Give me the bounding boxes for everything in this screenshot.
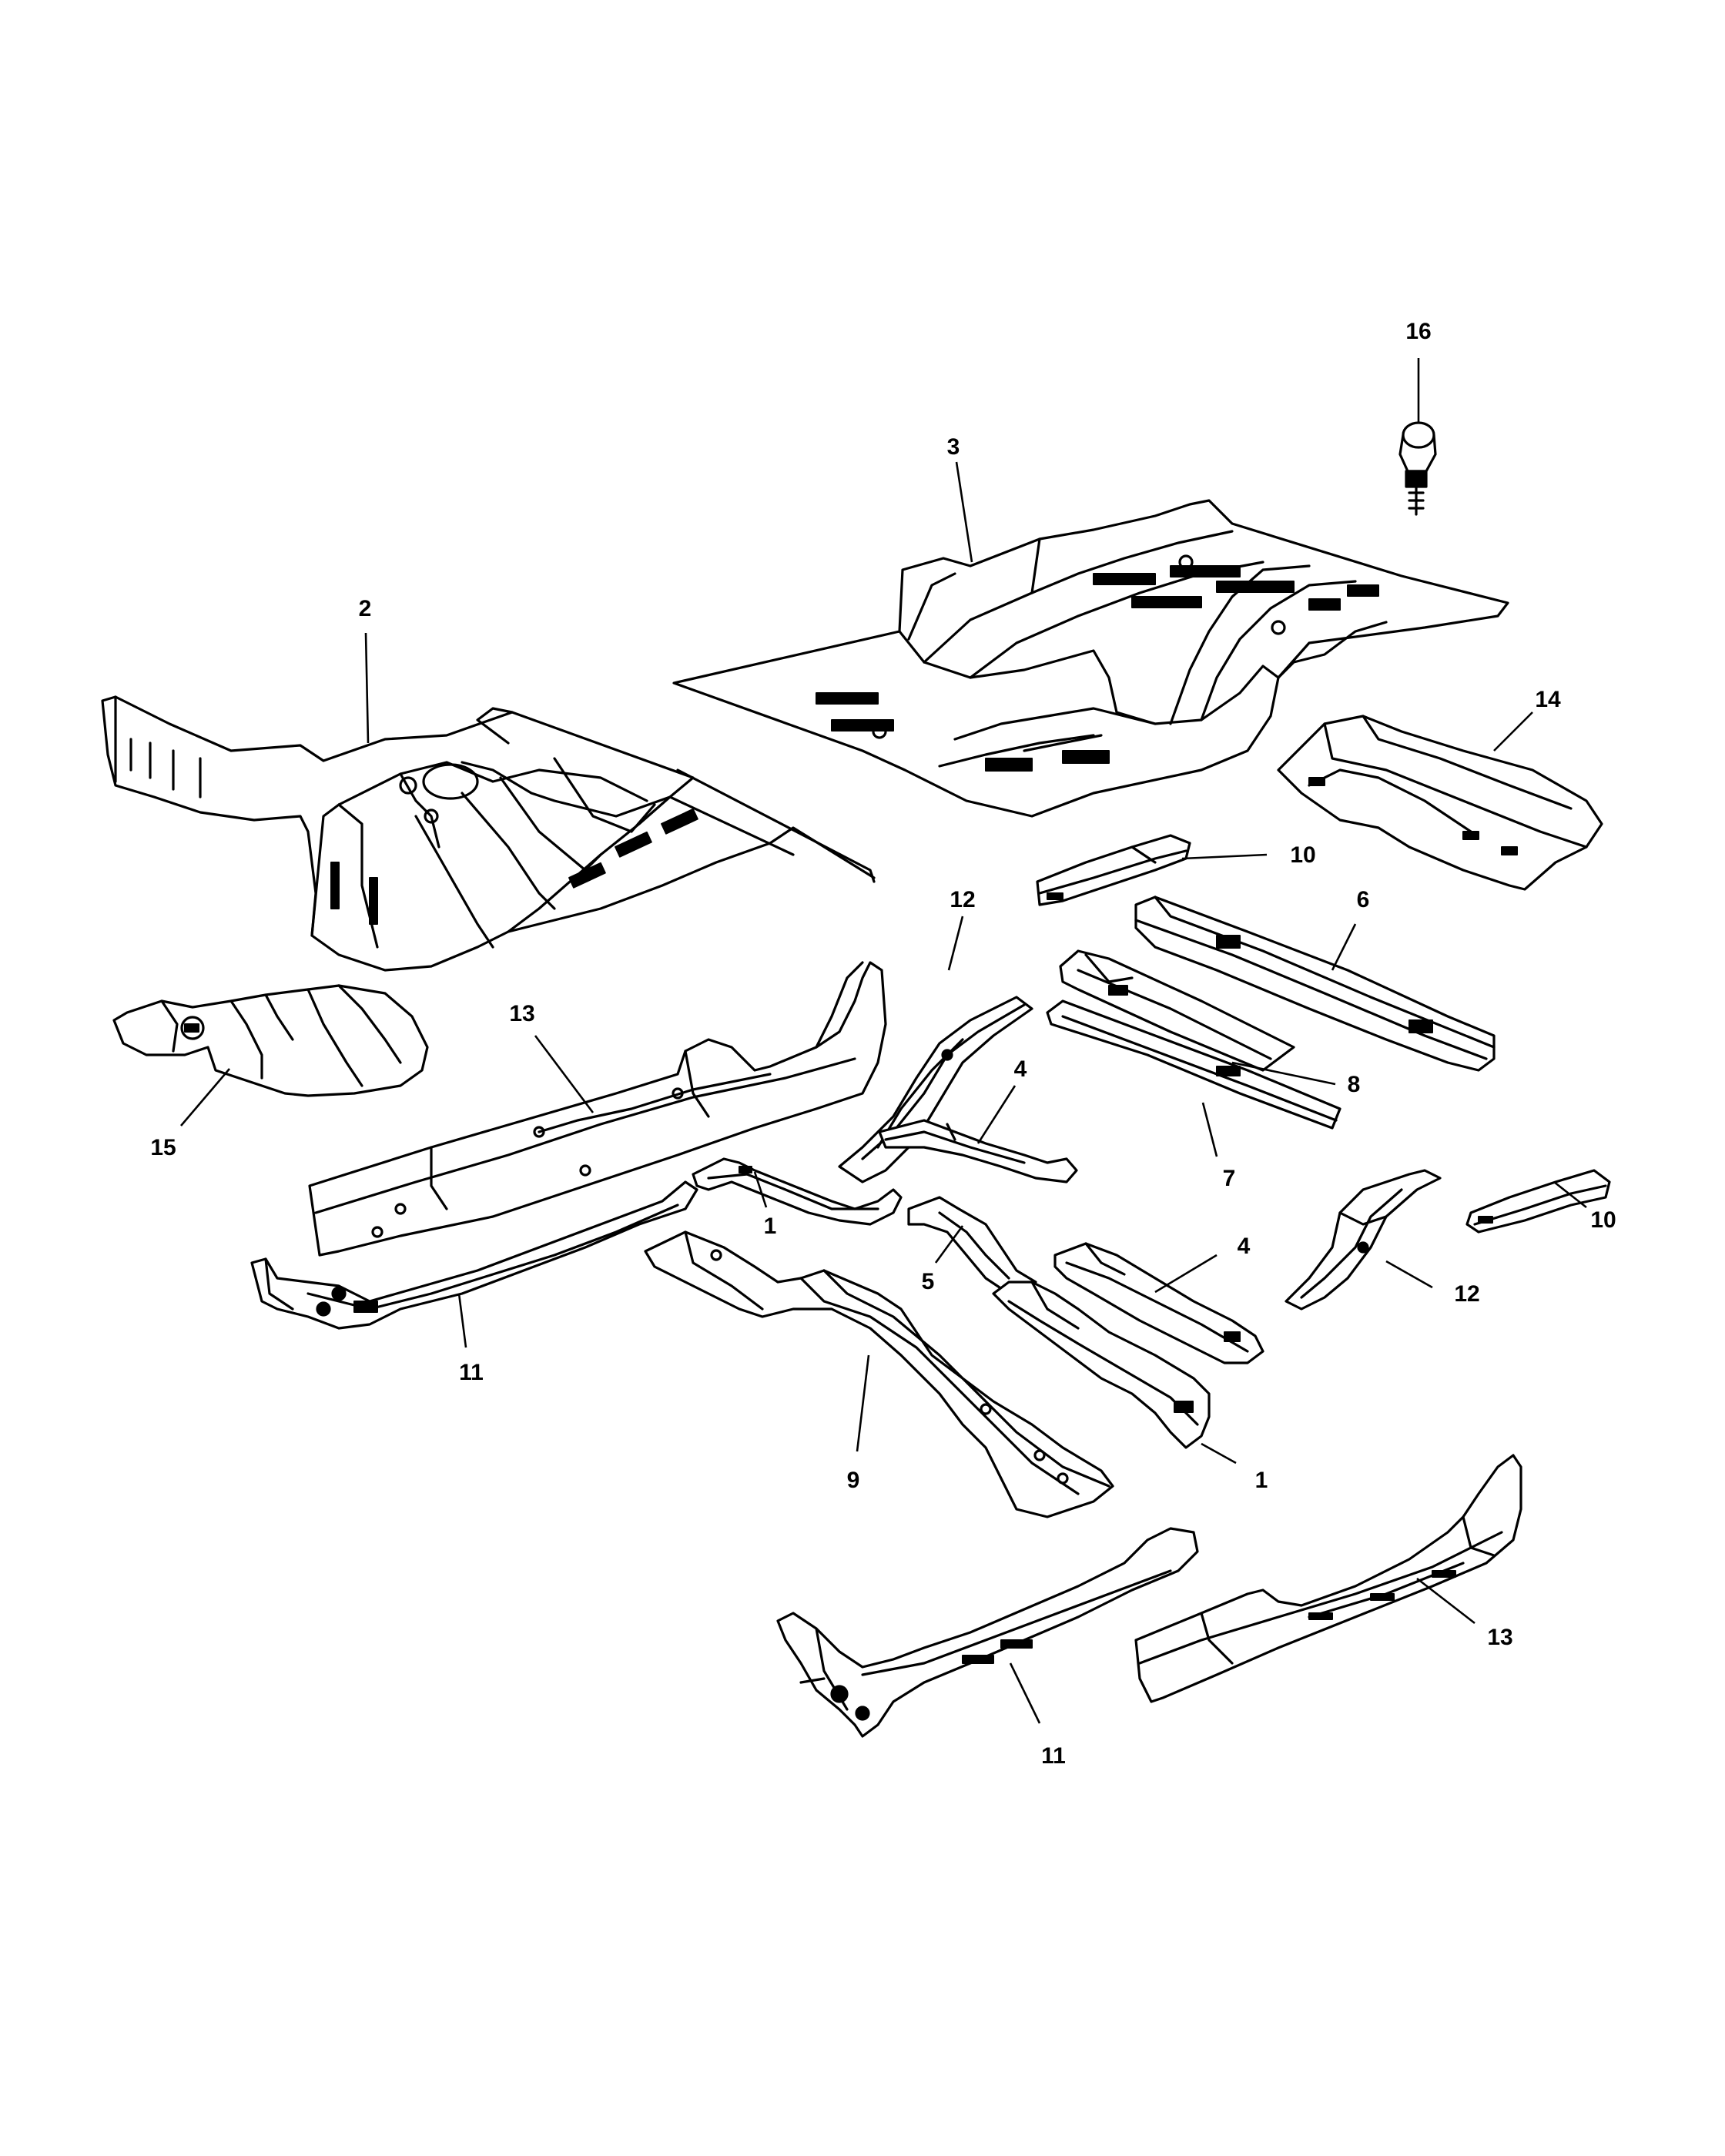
leader-10b xyxy=(1553,1180,1587,1209)
callout-labels: 16 3 2 14 10 12 6 13 4 8 15 7 1 10 4 5 1… xyxy=(150,319,1616,1769)
callout-9: 9 xyxy=(847,1468,860,1493)
leader-11a xyxy=(457,1293,467,1348)
leader-12b xyxy=(1385,1260,1433,1289)
part-2-front-floor-pan xyxy=(101,695,876,972)
leader-2 xyxy=(364,632,370,744)
callout-1b: 1 xyxy=(1255,1468,1268,1493)
part-11-rail-lower xyxy=(776,1527,1199,1738)
part-13-sill-lower xyxy=(1134,1454,1522,1703)
part-1-rail-lower xyxy=(992,1281,1211,1449)
part-14-rear-crossmember xyxy=(1277,715,1603,891)
part-7-crossmember xyxy=(1046,999,1341,1130)
callout-6: 6 xyxy=(1357,887,1370,912)
callout-7: 7 xyxy=(1223,1166,1236,1191)
callout-2: 2 xyxy=(359,596,372,621)
leader-10a xyxy=(1181,853,1268,860)
leader-5 xyxy=(934,1225,964,1264)
part-3-rear-floor-pan xyxy=(672,499,1509,818)
callout-4a: 4 xyxy=(1014,1056,1027,1082)
leader-8 xyxy=(1231,1061,1336,1086)
leader-lines xyxy=(180,358,1587,1724)
leader-6 xyxy=(1331,923,1357,971)
callout-11a: 11 xyxy=(459,1360,484,1385)
leader-4a xyxy=(976,1085,1017,1144)
part-13-sill-upper xyxy=(308,961,887,1257)
callout-10b: 10 xyxy=(1590,1207,1616,1233)
leader-14 xyxy=(1493,711,1533,752)
leader-3 xyxy=(955,461,973,563)
leader-13a xyxy=(534,1035,595,1113)
part-6-crossmember xyxy=(1134,896,1496,1072)
leader-15 xyxy=(180,1068,230,1127)
callout-14: 14 xyxy=(1535,687,1561,712)
part-4-bracket-upper xyxy=(878,1119,1078,1183)
leader-7 xyxy=(1201,1102,1218,1157)
callout-5: 5 xyxy=(922,1269,935,1294)
callout-13a: 13 xyxy=(509,1001,534,1026)
part-10-bracket-lower xyxy=(1465,1169,1611,1234)
leader-4b xyxy=(1154,1254,1218,1294)
part-10-bracket-upper xyxy=(1036,834,1191,906)
part-9-tunnel-rail xyxy=(644,1230,1114,1518)
leader-13b xyxy=(1416,1577,1475,1625)
part-4-bracket-lower xyxy=(1053,1242,1264,1364)
part-8-crossmember xyxy=(1059,949,1295,1072)
callout-15: 15 xyxy=(150,1135,176,1160)
part-16-tie-down-hook xyxy=(1398,421,1437,516)
callout-16: 16 xyxy=(1405,319,1431,344)
leader-11b xyxy=(1009,1662,1041,1724)
callout-8: 8 xyxy=(1348,1072,1361,1097)
callout-1a: 1 xyxy=(764,1214,777,1239)
callout-12b: 12 xyxy=(1454,1281,1479,1307)
leader-1b xyxy=(1201,1442,1237,1465)
part-11-rail-upper xyxy=(250,1180,698,1330)
part-1-rail-upper xyxy=(692,1157,903,1226)
leader-9 xyxy=(856,1354,870,1452)
leader-1a xyxy=(753,1171,768,1208)
part-12-support-lower xyxy=(1285,1169,1442,1311)
callout-12a: 12 xyxy=(950,887,975,912)
leader-12a xyxy=(947,916,964,971)
callout-11b: 11 xyxy=(1041,1743,1066,1769)
callout-13b: 13 xyxy=(1487,1625,1512,1650)
callout-3: 3 xyxy=(947,434,960,460)
callout-10a: 10 xyxy=(1290,842,1315,868)
callout-4b: 4 xyxy=(1238,1234,1251,1259)
part-15-heat-shield xyxy=(112,984,429,1097)
